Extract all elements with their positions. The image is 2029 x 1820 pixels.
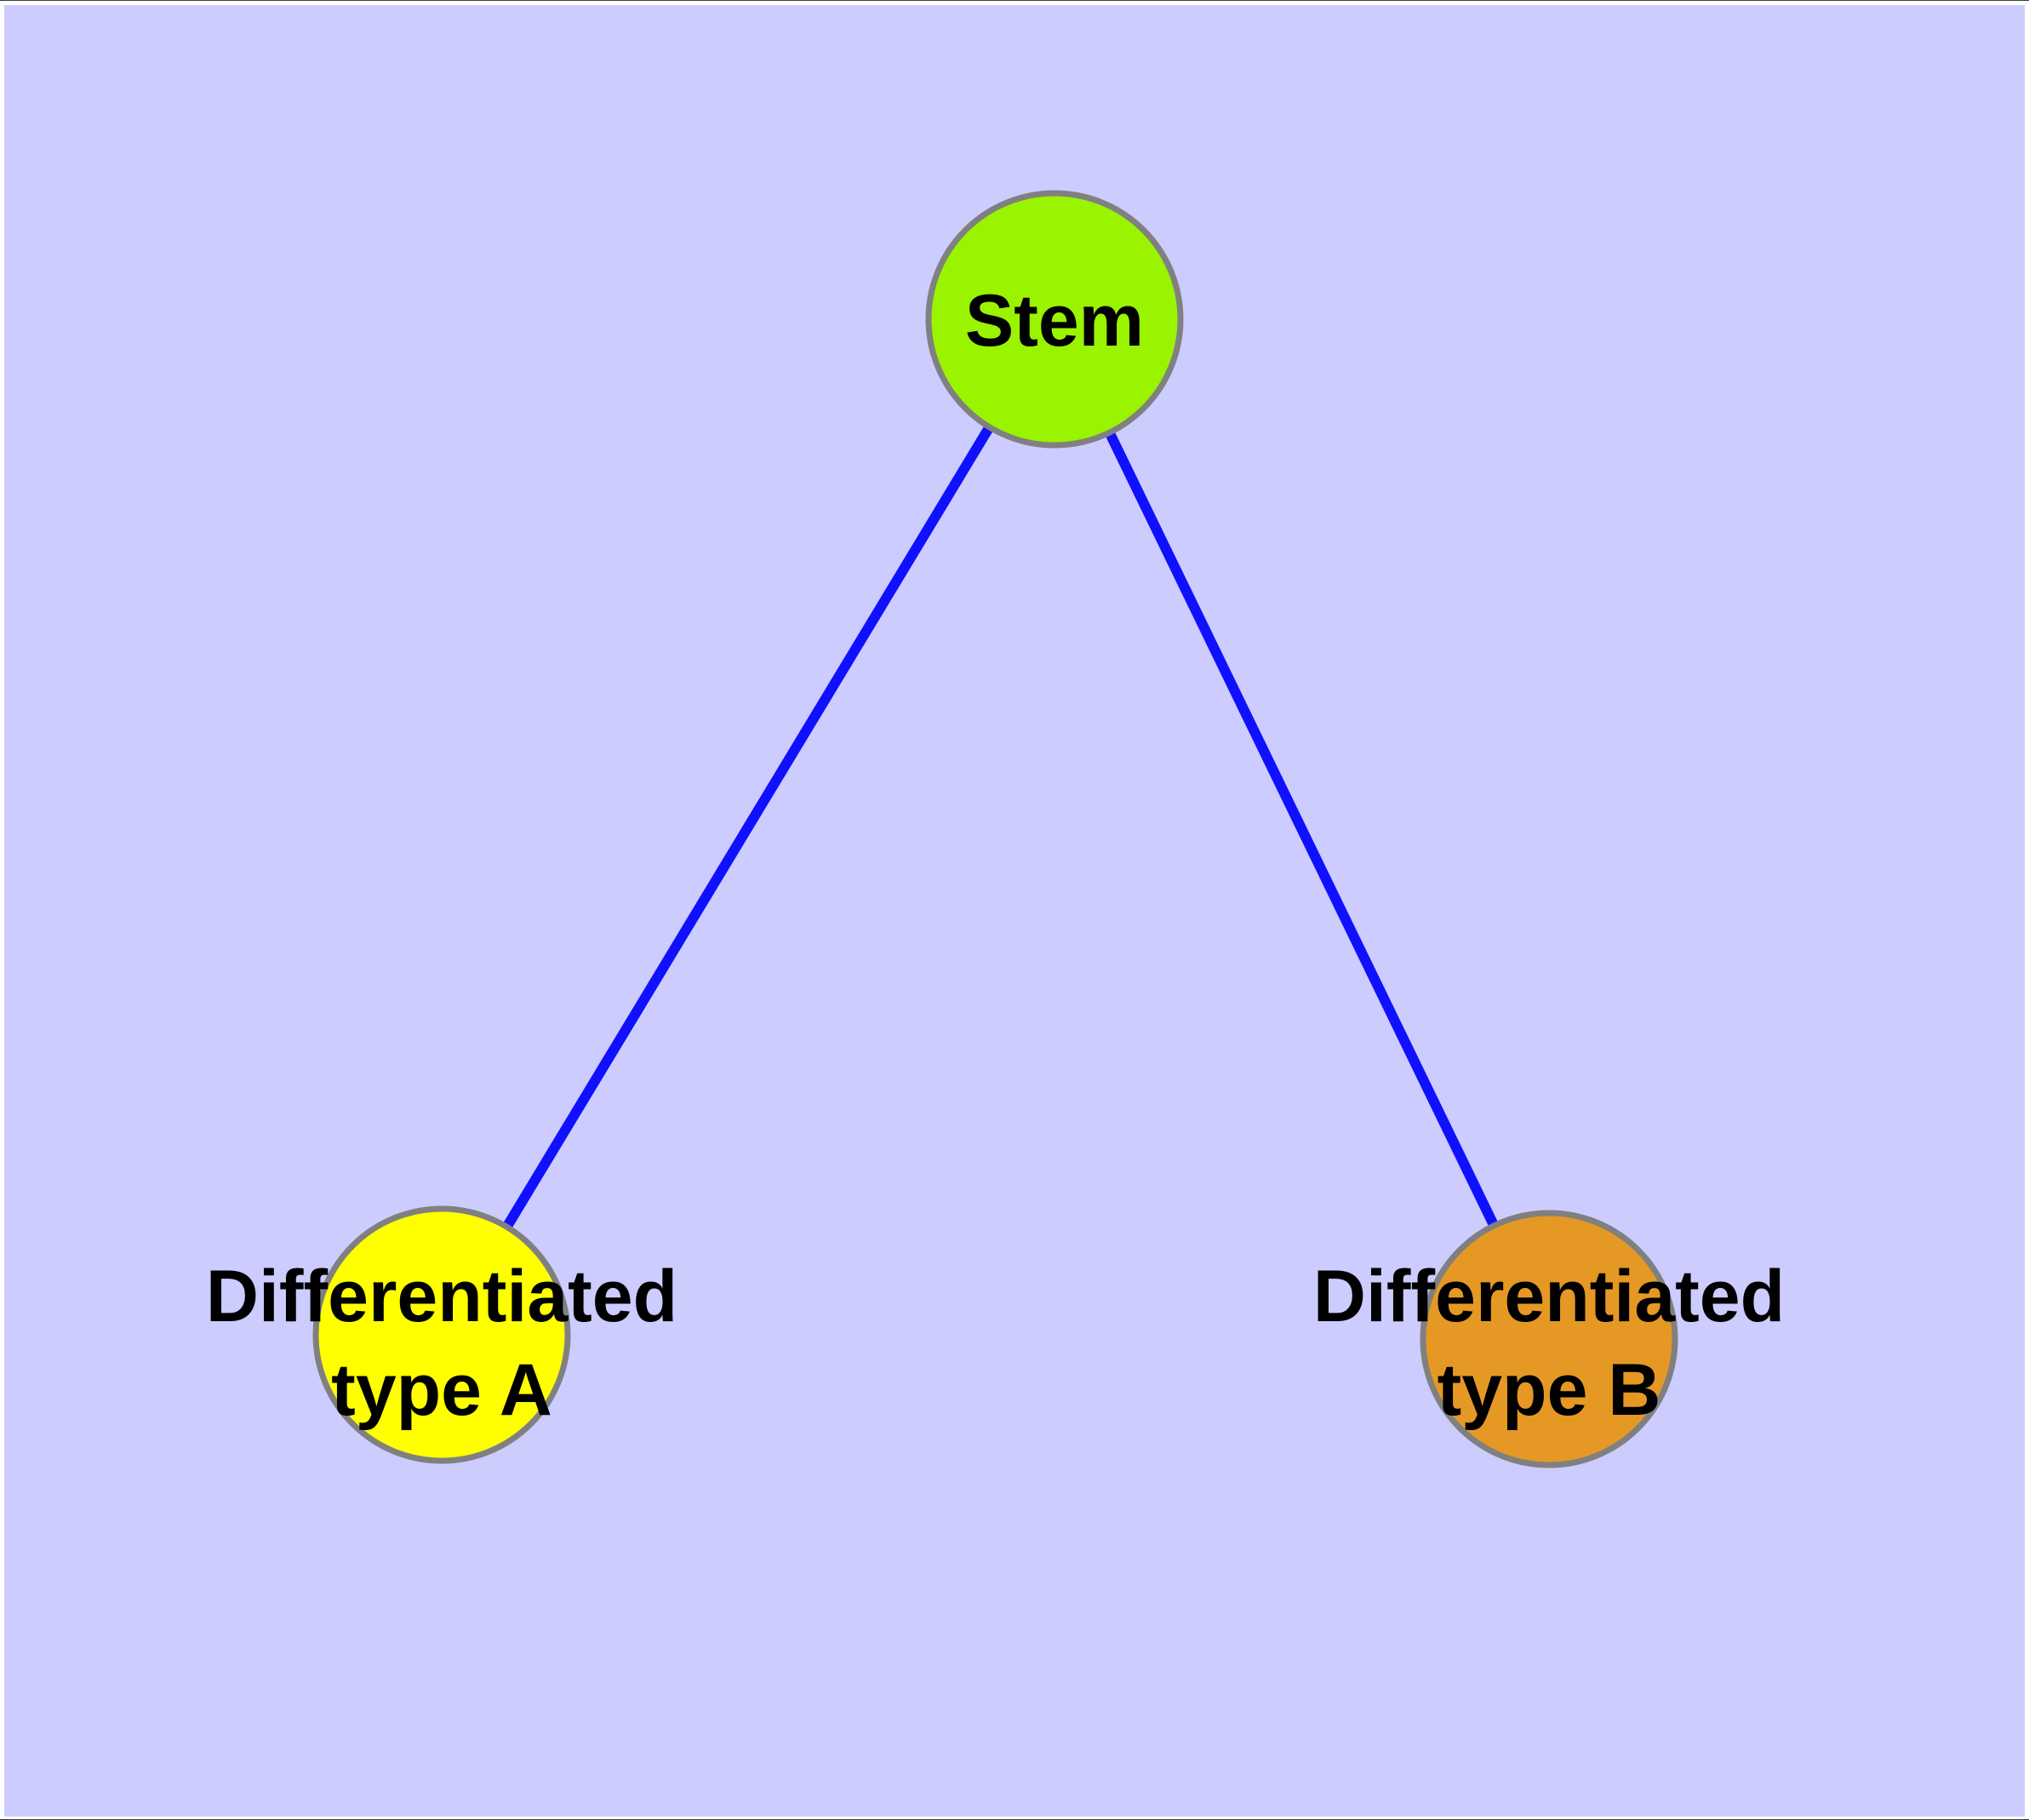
node-differentiated-type-b [1420,1210,1678,1468]
node-stem [925,190,1184,449]
edge-stem-to-differentiated-type-a [437,316,1060,1338]
label-line: type B [1437,1349,1661,1431]
node-differentiated-type-a [312,1205,571,1464]
label-line: Differentiated [205,1256,678,1337]
label-line: Differentiated [1312,1256,1786,1337]
node-label-differentiated-type-a: Differentiated type A [206,1250,677,1437]
label-line: Stem [964,280,1145,362]
node-label-differentiated-type-b: Differentiated type B [1313,1250,1785,1437]
edge-stem-to-differentiated-type-b [1049,317,1554,1342]
label-line: type A [331,1349,552,1431]
node-label-stem: Stem [965,274,1144,368]
